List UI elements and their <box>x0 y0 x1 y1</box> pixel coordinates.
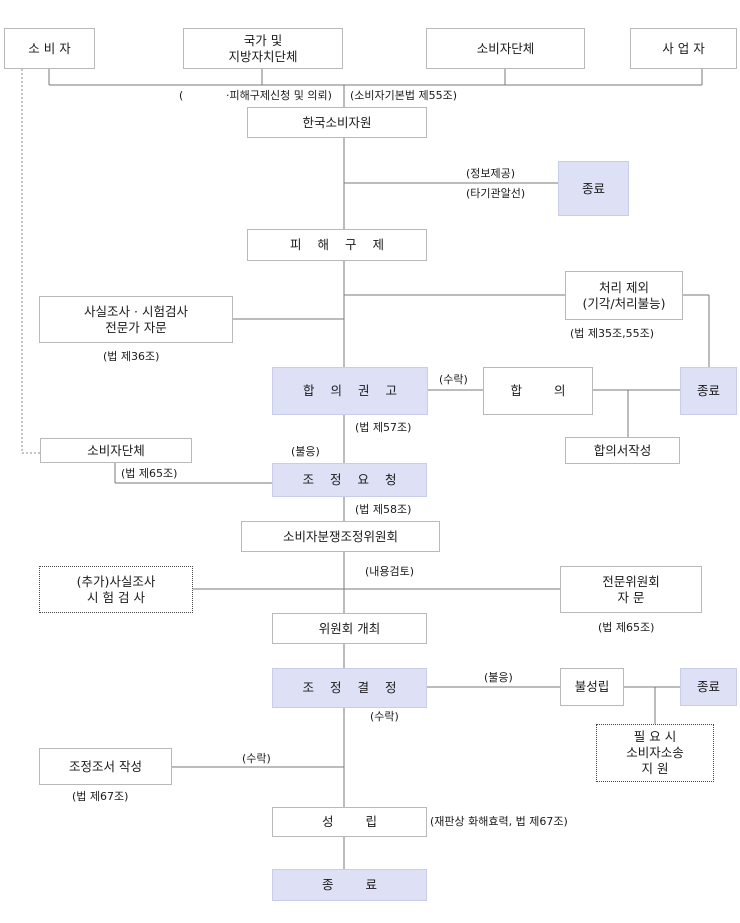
final-end-label: 종 료 <box>322 877 391 892</box>
lawsuit-support-label: 필 요 시 소비자소송 지 원 <box>626 729 684 776</box>
end-agreement-label: 종료 <box>696 383 720 398</box>
relief-box: 피 해 구 제 <box>247 229 427 261</box>
kca-label: 한국소비자원 <box>302 114 372 130</box>
reject1-label: (불응) <box>291 445 320 458</box>
consumer-org-label: 소비자단체 <box>476 40 535 56</box>
expert-advice-box: 전문위원회 자 문 <box>560 566 702 613</box>
relief-label: 피 해 구 제 <box>290 237 390 252</box>
law65a-label: (법 제65조) <box>120 467 179 481</box>
exclusion-label: 처리 제외 (기각/처리불능) <box>582 279 666 311</box>
government-label: 국가 및 지방자치단체 <box>228 32 298 64</box>
established-label: 성 립 <box>322 814 391 829</box>
expert-advice-label: 전문위원회 자 문 <box>602 573 660 605</box>
mediation-doc-label: 조정조서 작성 <box>69 758 142 774</box>
exclusion-box: 처리 제외 (기각/처리불능) <box>565 271 683 320</box>
lawsuit-support-box: 필 요 시 소비자소송 지 원 <box>596 724 714 782</box>
relief-request-label: ·피해구제신청 및 의뢰) <box>226 89 332 102</box>
end-fail-box: 종료 <box>680 668 737 706</box>
established-box: 성 립 <box>272 807 427 837</box>
committee-meeting-label: 위원회 개최 <box>318 620 381 636</box>
other-agency-label: (타기관알선) <box>465 187 527 201</box>
not-established-label: 불성립 <box>574 679 610 694</box>
recommendation-label: 합 의 권 고 <box>303 383 403 398</box>
consumer-org2-label: 소비자단체 <box>87 442 145 458</box>
accept3-label: (수락) <box>242 752 271 765</box>
review-label: (내용검토) <box>365 565 415 578</box>
recommendation-box: 합 의 권 고 <box>272 367 428 415</box>
end-info-label: 종료 <box>581 180 605 196</box>
accept2-label: (수락) <box>370 710 399 723</box>
agreement-label: 합 의 <box>510 383 580 398</box>
committee-label: 소비자분쟁조정위원회 <box>282 528 398 544</box>
info-provide-label: (정보제공) <box>465 167 517 181</box>
agreement-box: 합 의 <box>483 367 593 415</box>
final-end-box: 종 료 <box>272 869 427 901</box>
investigation-label: 사실조사 · 시험검사 전문가 자문 <box>84 303 188 335</box>
agreement-doc-box: 합의서작성 <box>565 437 680 464</box>
consumer-box: 소 비 자 <box>4 28 95 69</box>
government-box: 국가 및 지방자치단체 <box>183 28 343 69</box>
agreement-doc-label: 합의서작성 <box>593 442 652 458</box>
investigation-box: 사실조사 · 시험검사 전문가 자문 <box>39 296 233 343</box>
mediation-request-label: 조 정 요 청 <box>302 472 403 487</box>
add-investigation-box: (추가)사실조사 시 험 검 사 <box>39 566 193 613</box>
mediation-request-box: 조 정 요 청 <box>272 463 427 497</box>
law36-label: (법 제36조) <box>103 350 160 363</box>
end-info-box: 종료 <box>558 161 629 216</box>
reject2-label: (불응) <box>483 671 514 685</box>
mediation-decision-box: 조 정 결 정 <box>272 668 427 708</box>
law57-label: (법 제57조) <box>355 421 412 434</box>
consumer-label: 소 비 자 <box>28 40 71 56</box>
kca-box: 한국소비자원 <box>247 107 427 138</box>
mediation-doc-box: 조정조서 작성 <box>39 748 172 785</box>
law65b-label: (법 제65조) <box>598 621 655 634</box>
accept1-label: (수락) <box>438 373 469 387</box>
not-established-box: 불성립 <box>560 668 624 706</box>
law55-label: (소비자기본법 제55조) <box>350 89 458 102</box>
end-fail-label: 종료 <box>696 679 720 694</box>
consumer-org-box: 소비자단체 <box>426 28 585 69</box>
law58-label: (법 제58조) <box>355 503 412 516</box>
consumer-org2-box: 소비자단체 <box>40 438 192 463</box>
court-effect-label: (재판상 화해효력, 법 제67조) <box>430 815 568 828</box>
paren-open-label: ( <box>179 89 184 102</box>
mediation-decision-label: 조 정 결 정 <box>302 680 403 695</box>
business-box: 사 업 자 <box>630 28 737 69</box>
law67-label: (법 제67조) <box>72 790 129 803</box>
committee-meeting-box: 위원회 개최 <box>272 613 427 644</box>
committee-box: 소비자분쟁조정위원회 <box>241 521 440 552</box>
exclusion-law-label: (법 제35조,55조) <box>570 327 655 340</box>
add-investigation-label: (추가)사실조사 시 험 검 사 <box>76 573 156 605</box>
end-agreement-box: 종료 <box>680 367 737 415</box>
business-label: 사 업 자 <box>662 40 705 56</box>
